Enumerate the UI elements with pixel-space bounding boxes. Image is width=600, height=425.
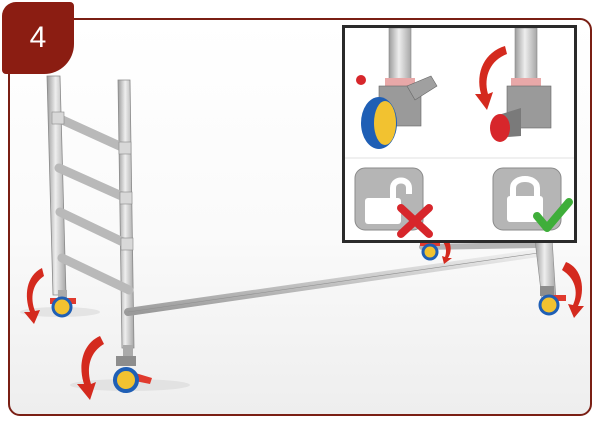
castor-fork [540,286,554,296]
brace-bar-outline [128,252,545,312]
clamp [120,192,132,204]
castor-wheel [115,369,137,391]
press-down-arrow-icon [475,46,507,110]
inset-graphic [345,28,574,240]
step-number-badge: 4 [2,2,74,74]
ladder-rung [59,168,126,198]
ladder-rung [60,212,127,244]
castor-wheel [490,114,510,142]
step-number: 4 [30,21,47,55]
castor-pole [515,28,537,80]
curved-arrow-icon [562,262,584,318]
castor-wheel [540,296,558,314]
castor-collar [511,78,541,86]
castor-fork [116,356,136,366]
clamp [119,142,131,154]
ladder-rung [58,118,124,148]
castor-unlocked-panel [356,28,437,149]
curved-arrow-icon [77,336,104,400]
clamp [52,112,64,124]
castor-pole [389,28,411,80]
wheel-cap [356,75,366,85]
castor-rear-right [540,286,566,314]
castor-wheel [53,298,71,316]
ladder-rung [62,258,129,290]
castor-wheel [423,245,437,259]
horizontal-brace [128,238,556,312]
clamp [121,238,133,250]
castor-wheel-hub [374,101,396,145]
castor-locked-panel [475,28,551,142]
castor-lock-inset [342,25,577,243]
